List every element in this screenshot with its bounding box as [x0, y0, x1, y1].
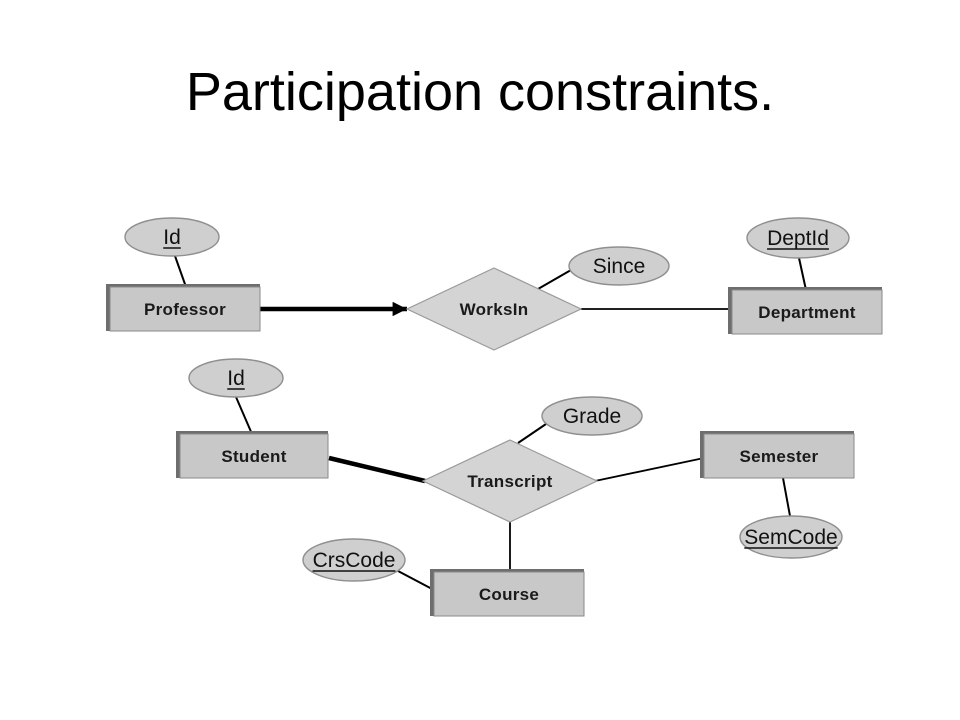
attribute-semcode: SemCode [739, 515, 843, 559]
attribute-deptid: DeptId [746, 217, 850, 259]
entity-semester-label: Semester [740, 447, 819, 466]
entity-professor: Professor [106, 284, 261, 332]
attribute-student-id-label: Id [227, 367, 245, 390]
entity-department-label: Department [758, 303, 856, 322]
grade-attribute-link [517, 423, 547, 444]
professor-id-attribute-link [174, 255, 187, 288]
attribute-grade: Grade [541, 396, 643, 436]
entity-course-label: Course [479, 585, 539, 604]
entity-student-label: Student [221, 447, 286, 466]
attribute-crscode-label: CrsCode [313, 549, 396, 572]
attribute-grade-label: Grade [563, 405, 621, 428]
attribute-professor-id: Id [124, 217, 220, 257]
relationship-worksin-label: WorksIn [460, 300, 529, 319]
relationship-transcript-label: Transcript [467, 472, 552, 491]
deptid-attribute-link [798, 257, 807, 291]
attribute-crscode: CrsCode [302, 538, 406, 582]
entity-semester: Semester [700, 431, 855, 479]
attribute-since: Since [568, 246, 670, 286]
attribute-deptid-label: DeptId [767, 227, 829, 250]
student-id-attribute-link [235, 396, 253, 435]
attribute-professor-id-label: Id [163, 226, 181, 249]
attribute-student-id: Id [188, 358, 284, 398]
entity-professor-label: Professor [144, 300, 226, 319]
crscode-attribute-link [397, 570, 435, 591]
slide-title: Participation constraints. [185, 62, 775, 122]
semcode-attribute-link [782, 477, 791, 517]
attribute-since-label: Since [593, 255, 646, 278]
attribute-semcode-label: SemCode [744, 526, 837, 549]
relationship-worksin: WorksIn [405, 267, 583, 351]
entity-student: Student [176, 431, 329, 479]
student-transcript-connector [328, 455, 426, 484]
relationship-transcript: Transcript [421, 439, 599, 523]
transcript-semester-connector [594, 457, 705, 482]
entity-course: Course [430, 569, 585, 617]
entity-department: Department [728, 287, 883, 335]
since-attribute-link [537, 269, 572, 290]
